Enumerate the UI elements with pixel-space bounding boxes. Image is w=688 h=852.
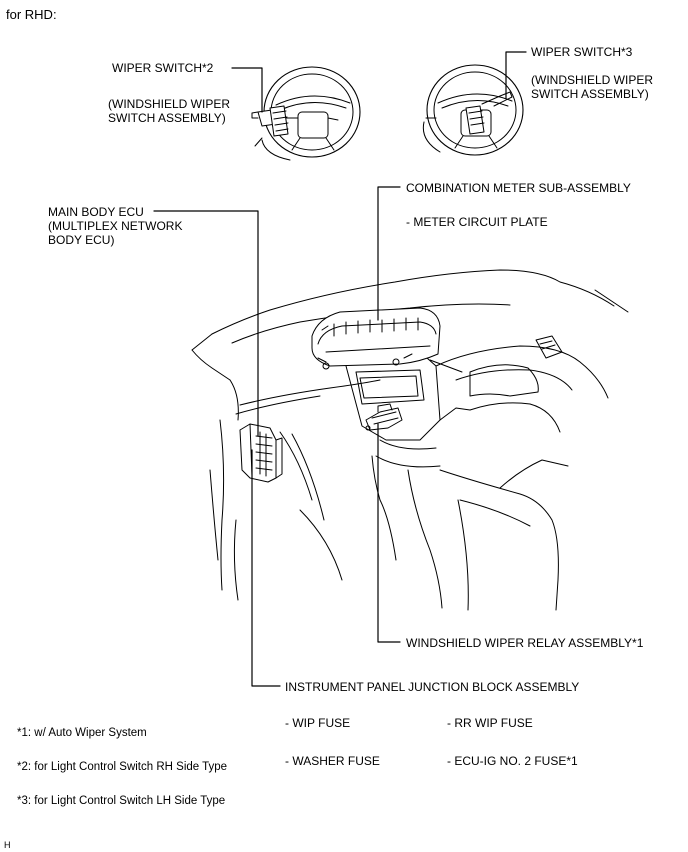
main-body-ecu-line3: BODY ECU) xyxy=(48,233,115,247)
junction-block-part xyxy=(239,423,283,483)
fuse-ecu-ig-no2: - ECU-IG NO. 2 FUSE*1 xyxy=(447,754,578,768)
combination-meter-title: COMBINATION METER SUB-ASSEMBLY xyxy=(406,181,631,195)
wiper-switch-3-desc-line2: SWITCH ASSEMBLY) xyxy=(531,87,649,101)
main-body-ecu-line2: (MULTIPLEX NETWORK xyxy=(48,219,183,233)
combination-meter-part xyxy=(311,307,441,370)
junction-block-title: INSTRUMENT PANEL JUNCTION BLOCK ASSEMBLY xyxy=(285,680,580,694)
corner-mark: H xyxy=(4,840,11,850)
fuse-washer: - WASHER FUSE xyxy=(285,754,380,768)
wiper-switch-3-title: WIPER SWITCH*3 xyxy=(531,45,633,59)
wiper-switch-2-desc-line1: (WINDSHIELD WIPER xyxy=(108,97,231,111)
footnote-3: *3: for Light Control Switch LH Side Typ… xyxy=(17,795,226,807)
wiper-switch-right-part xyxy=(465,91,513,135)
wiper-relay-title: WINDSHIELD WIPER RELAY ASSEMBLY*1 xyxy=(406,636,644,650)
steering-wheel-right xyxy=(422,64,524,156)
wiper-switch-2-desc-line2: SWITCH ASSEMBLY) xyxy=(108,111,226,125)
leader-lines xyxy=(153,51,527,687)
footnote-1: *1: w/ Auto Wiper System xyxy=(17,727,147,739)
main-body-ecu-line1: MAIN BODY ECU xyxy=(48,205,144,219)
wiper-switch-left-part xyxy=(251,105,289,137)
fuse-wip: - WIP FUSE xyxy=(285,716,351,730)
fuse-rr-wip: - RR WIP FUSE xyxy=(447,716,533,730)
combination-meter-sub: - METER CIRCUIT PLATE xyxy=(406,215,548,229)
wiper-switch-2-title: WIPER SWITCH*2 xyxy=(112,61,214,75)
header-label: for RHD: xyxy=(6,7,57,22)
steering-wheel-left xyxy=(254,66,361,161)
wiper-relay-part xyxy=(365,403,403,431)
footnote-2: *2: for Light Control Switch RH Side Typ… xyxy=(17,761,228,773)
wiper-switch-3-desc-line1: (WINDSHIELD WIPER xyxy=(531,73,654,87)
